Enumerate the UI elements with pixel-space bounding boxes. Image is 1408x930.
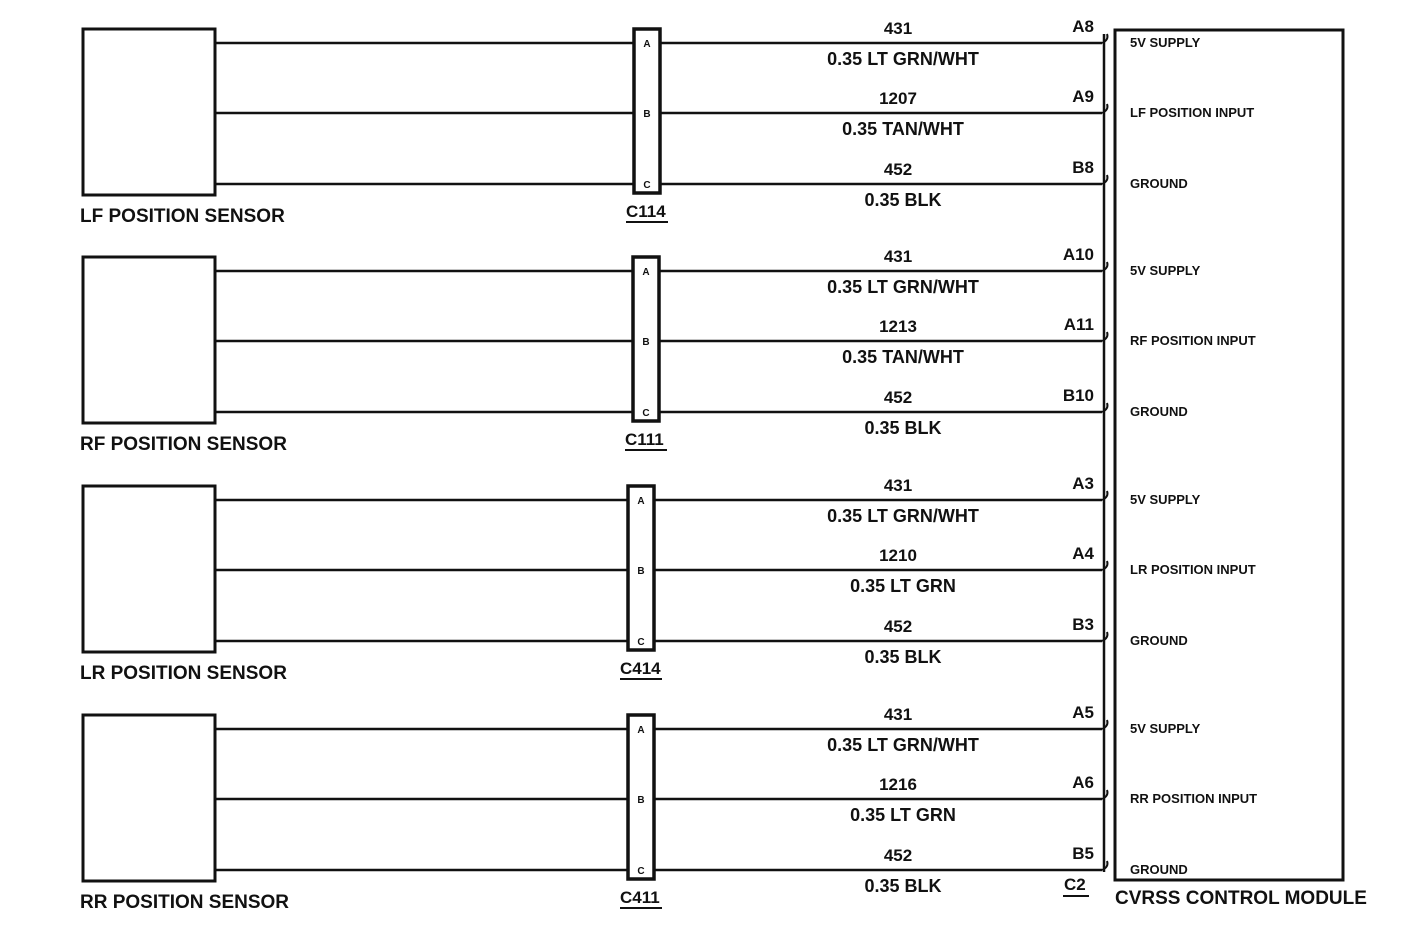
circuit-number: 1210 [879,546,917,565]
module-pin: B10 [1063,386,1094,405]
connector-pin: C [637,866,644,877]
module-pin: A3 [1072,474,1094,493]
pin-hook [1101,33,1109,44]
pin-hook [1101,719,1109,730]
pin-function: 5V SUPPLY [1130,721,1201,736]
connector-id: C111 [625,430,664,449]
circuit-number: 431 [884,705,912,724]
connector-pin: A [643,39,650,50]
wire-spec: 0.35 TAN/WHT [842,347,964,367]
pin-hook [1101,789,1109,800]
sensor-box [81,713,217,883]
module-pin: B5 [1072,844,1094,863]
pin-function: GROUND [1130,404,1188,419]
pin-hook [1101,174,1109,185]
pin-hook [1101,860,1109,871]
connector-pin: B [643,109,650,120]
circuit-number: 431 [884,247,912,266]
sensor-label: LF POSITION SENSOR [80,206,285,227]
control-module-box [1113,28,1345,882]
module-pin: A6 [1072,773,1094,792]
pin-function: LR POSITION INPUT [1130,562,1256,577]
pin-hook [1101,331,1109,342]
pin-function: GROUND [1130,862,1188,877]
wire-spec: 0.35 BLK [864,647,941,667]
sensor-label: LR POSITION SENSOR [80,663,287,684]
sensor-box [81,27,217,197]
inline-connector [626,484,656,652]
wire-spec: 0.35 LT GRN/WHT [827,49,979,69]
module-pin: A11 [1064,315,1094,334]
pin-hook [1101,402,1109,413]
pin-function: GROUND [1130,176,1188,191]
circuit-number: 1207 [879,89,917,108]
pin-function: 5V SUPPLY [1130,263,1201,278]
module-connector-id: C2 [1064,875,1086,894]
pin-function: RR POSITION INPUT [1130,791,1257,806]
circuit-number: 452 [884,160,912,179]
pin-function: RF POSITION INPUT [1130,333,1256,348]
circuit-number: 452 [884,846,912,865]
wire-spec: 0.35 BLK [864,418,941,438]
module-pin: B8 [1072,158,1094,177]
pin-function: 5V SUPPLY [1130,492,1201,507]
inline-connector [632,27,662,195]
module-pin: B3 [1072,615,1094,634]
wire-spec: 0.35 TAN/WHT [842,119,964,139]
connector-pin: A [637,725,644,736]
pin-function: GROUND [1130,633,1188,648]
circuit-number: 452 [884,388,912,407]
module-pin: A9 [1072,87,1094,106]
circuit-number: 452 [884,617,912,636]
wire-spec: 0.35 LT GRN/WHT [827,735,979,755]
pin-hook [1101,631,1109,642]
wire-spec: 0.35 LT GRN [850,805,956,825]
pin-function: LF POSITION INPUT [1130,105,1254,120]
module-pin: A10 [1063,245,1094,264]
circuit-number: 431 [884,19,912,38]
connector-id: C414 [620,659,661,678]
circuit-number: 431 [884,476,912,495]
pin-hook [1101,261,1109,272]
connector-pin: B [642,337,649,348]
module-pin: A5 [1072,703,1094,722]
wire-spec: 0.35 BLK [864,876,941,896]
circuit-number: 1213 [879,317,917,336]
connector-pin: B [637,566,644,577]
sensor-label: RR POSITION SENSOR [80,892,289,913]
sensor-label: RF POSITION SENSOR [80,434,287,455]
connector-pin: A [642,267,649,278]
pin-hook [1101,560,1109,571]
connector-id: C411 [620,888,660,907]
inline-connector [631,255,661,423]
connector-pin: B [637,795,644,806]
connector-pin: A [637,496,644,507]
inline-connector [626,713,656,881]
connector-pin: C [637,637,644,648]
circuit-number: 1216 [879,775,917,794]
pin-hook [1101,103,1109,114]
connector-id: C114 [626,202,666,221]
module-pin: A8 [1072,17,1094,36]
wire-spec: 0.35 LT GRN/WHT [827,506,979,526]
pin-hook [1101,490,1109,501]
wire-spec: 0.35 LT GRN/WHT [827,277,979,297]
module-name: CVRSS CONTROL MODULE [1115,888,1367,909]
wire-spec: 0.35 BLK [864,190,941,210]
wire-spec: 0.35 LT GRN [850,576,956,596]
connector-pin: C [643,180,650,191]
sensor-box [81,484,217,654]
sensor-box [81,255,217,425]
pin-function: 5V SUPPLY [1130,35,1201,50]
module-pin: A4 [1072,544,1094,563]
connector-pin: C [642,408,649,419]
